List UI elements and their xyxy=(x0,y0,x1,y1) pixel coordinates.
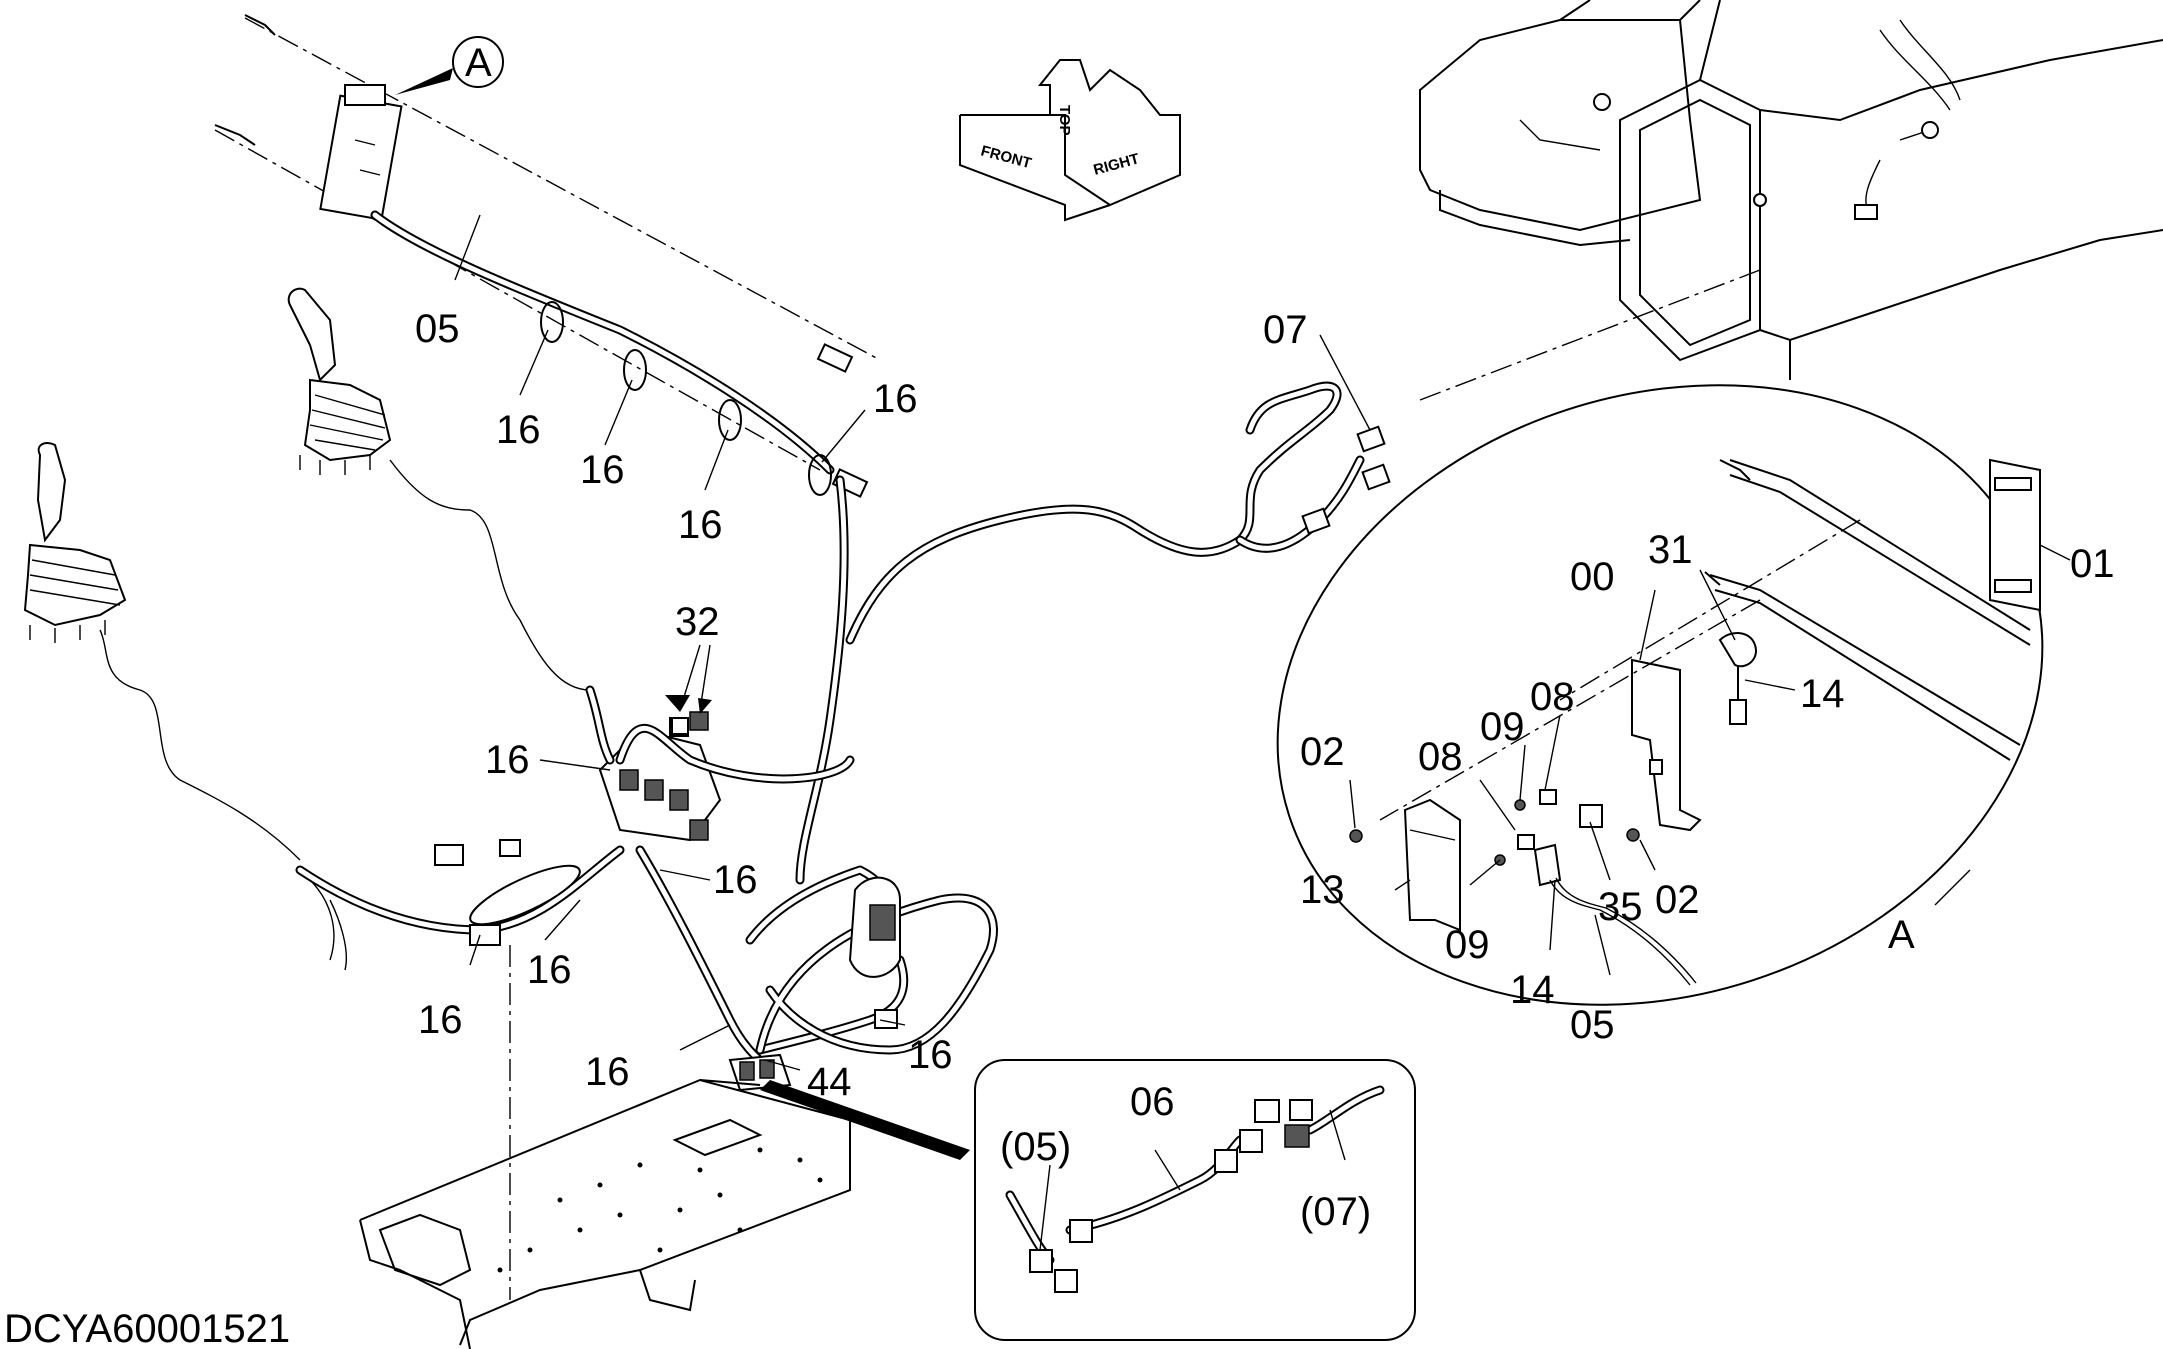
callout-00: 00 xyxy=(1570,555,1615,599)
orientation-arrow-icon: FRONT RIGHT TOP xyxy=(959,59,1181,222)
document-id: DCYA60001521 xyxy=(4,1307,290,1349)
callout-01: 01 xyxy=(2070,542,2115,586)
callout-16: 16 xyxy=(678,503,723,547)
callout-02: 02 xyxy=(1655,878,1700,922)
callout-06: 06 xyxy=(1130,1080,1175,1124)
callout-31: 31 xyxy=(1648,528,1693,572)
callout-16: 16 xyxy=(485,738,530,782)
callout-14: 14 xyxy=(1800,672,1845,716)
callout-02: 02 xyxy=(1300,730,1345,774)
callout-16: 16 xyxy=(713,858,758,902)
main-harness xyxy=(295,381,1391,1300)
callout-09: 09 xyxy=(1445,923,1490,967)
callout-44: 44 xyxy=(807,1060,852,1104)
callout-08: 08 xyxy=(1530,675,1575,719)
inset-harness-06 xyxy=(974,1059,1416,1341)
callout-08: 08 xyxy=(1418,735,1463,779)
joystick-right xyxy=(287,287,591,691)
callout-05: 05 xyxy=(1570,1003,1615,1047)
callout-16: 16 xyxy=(873,377,918,421)
callout-32: 32 xyxy=(675,600,720,644)
front-label: FRONT xyxy=(979,142,1033,172)
top-label: TOP xyxy=(1056,105,1073,136)
harness-05-assembly: A xyxy=(214,14,881,498)
callout-ref-05: (05) xyxy=(1000,1125,1071,1169)
callout-14: 14 xyxy=(1510,968,1555,1012)
detail-view-a xyxy=(1276,384,2044,1006)
callout-05: 05 xyxy=(415,307,460,351)
callout-35: 35 xyxy=(1598,885,1643,929)
callout-09: 09 xyxy=(1480,705,1525,749)
callout-16: 16 xyxy=(527,948,572,992)
callout-16: 16 xyxy=(418,998,463,1042)
callout-16: 16 xyxy=(580,448,625,492)
floor-plate xyxy=(359,1078,970,1349)
joystick-left xyxy=(23,442,301,861)
callout-16: 16 xyxy=(585,1050,630,1094)
cab-body xyxy=(1419,0,2163,401)
callout-07: 07 xyxy=(1263,308,1308,352)
view-marker-circle xyxy=(452,36,504,88)
callout-16: 16 xyxy=(908,1033,953,1077)
leader-lines xyxy=(454,214,2071,1251)
callout-ref-07: (07) xyxy=(1300,1190,1371,1234)
callout-16: 16 xyxy=(496,408,541,452)
callout-labels: 05 16 16 16 16 07 32 16 16 16 16 16 44 1… xyxy=(415,307,2115,1234)
callout-13: 13 xyxy=(1300,868,1345,912)
view-marker-label: A xyxy=(465,41,492,85)
detail-view-label: A xyxy=(1888,913,1915,957)
